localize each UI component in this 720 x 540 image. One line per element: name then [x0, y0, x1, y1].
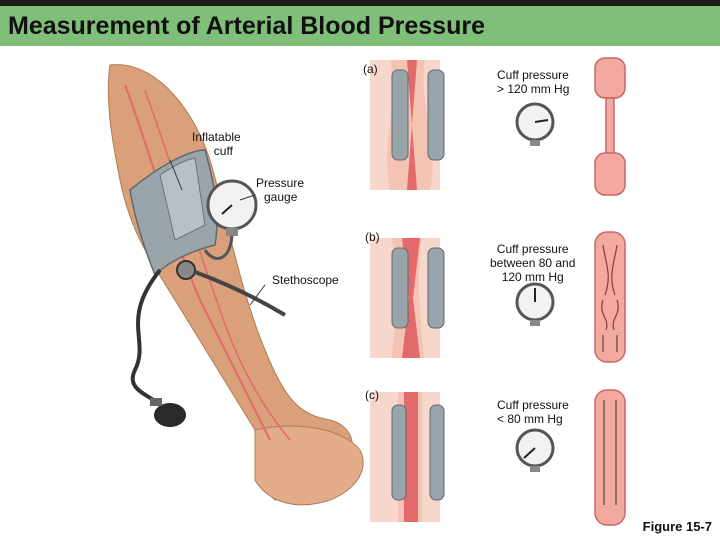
panel-b-gauge	[515, 282, 555, 326]
panel-a-gauge	[515, 102, 555, 146]
panel-c-text: Cuff pressure < 80 mm Hg	[497, 398, 569, 426]
figure-label: Figure 15-7	[642, 519, 712, 534]
panel-c-cross-section	[370, 392, 445, 522]
page-title: Measurement of Arterial Blood Pressure	[8, 12, 485, 40]
panel-b-text: Cuff pressure between 80 and 120 mm Hg	[490, 242, 576, 284]
panel-a-letter: (a)	[363, 62, 378, 76]
panel-b-vessel	[594, 231, 626, 363]
panel-b-cross-section	[370, 238, 445, 358]
arm-artery	[124, 84, 271, 441]
stethoscope-tube	[194, 270, 287, 317]
panel-a-text: Cuff pressure > 120 mm Hg	[497, 68, 570, 96]
stethoscope-icon	[176, 260, 196, 280]
title-bar: Measurement of Arterial Blood Pressure	[0, 0, 720, 46]
stethoscope-label: Stethoscope	[272, 273, 339, 287]
panel-c-gauge	[515, 428, 555, 472]
panel-b-letter: (b)	[365, 230, 380, 244]
inflatable-cuff-label: Inflatable cuff	[192, 130, 241, 158]
hand	[254, 425, 364, 506]
panel-c-vessel	[594, 389, 626, 526]
arm-artery-branch	[144, 89, 291, 441]
pressure-gauge-label: Pressure gauge	[256, 176, 305, 204]
gauge-tube	[203, 235, 234, 260]
bulb-tube	[130, 268, 162, 407]
panel-c-letter: (c)	[365, 388, 379, 402]
inflation-bulb-icon	[154, 403, 186, 427]
panel-a-vessel	[594, 57, 626, 196]
cuff-velcro	[159, 157, 206, 241]
panel-a-cross-section	[370, 60, 445, 190]
